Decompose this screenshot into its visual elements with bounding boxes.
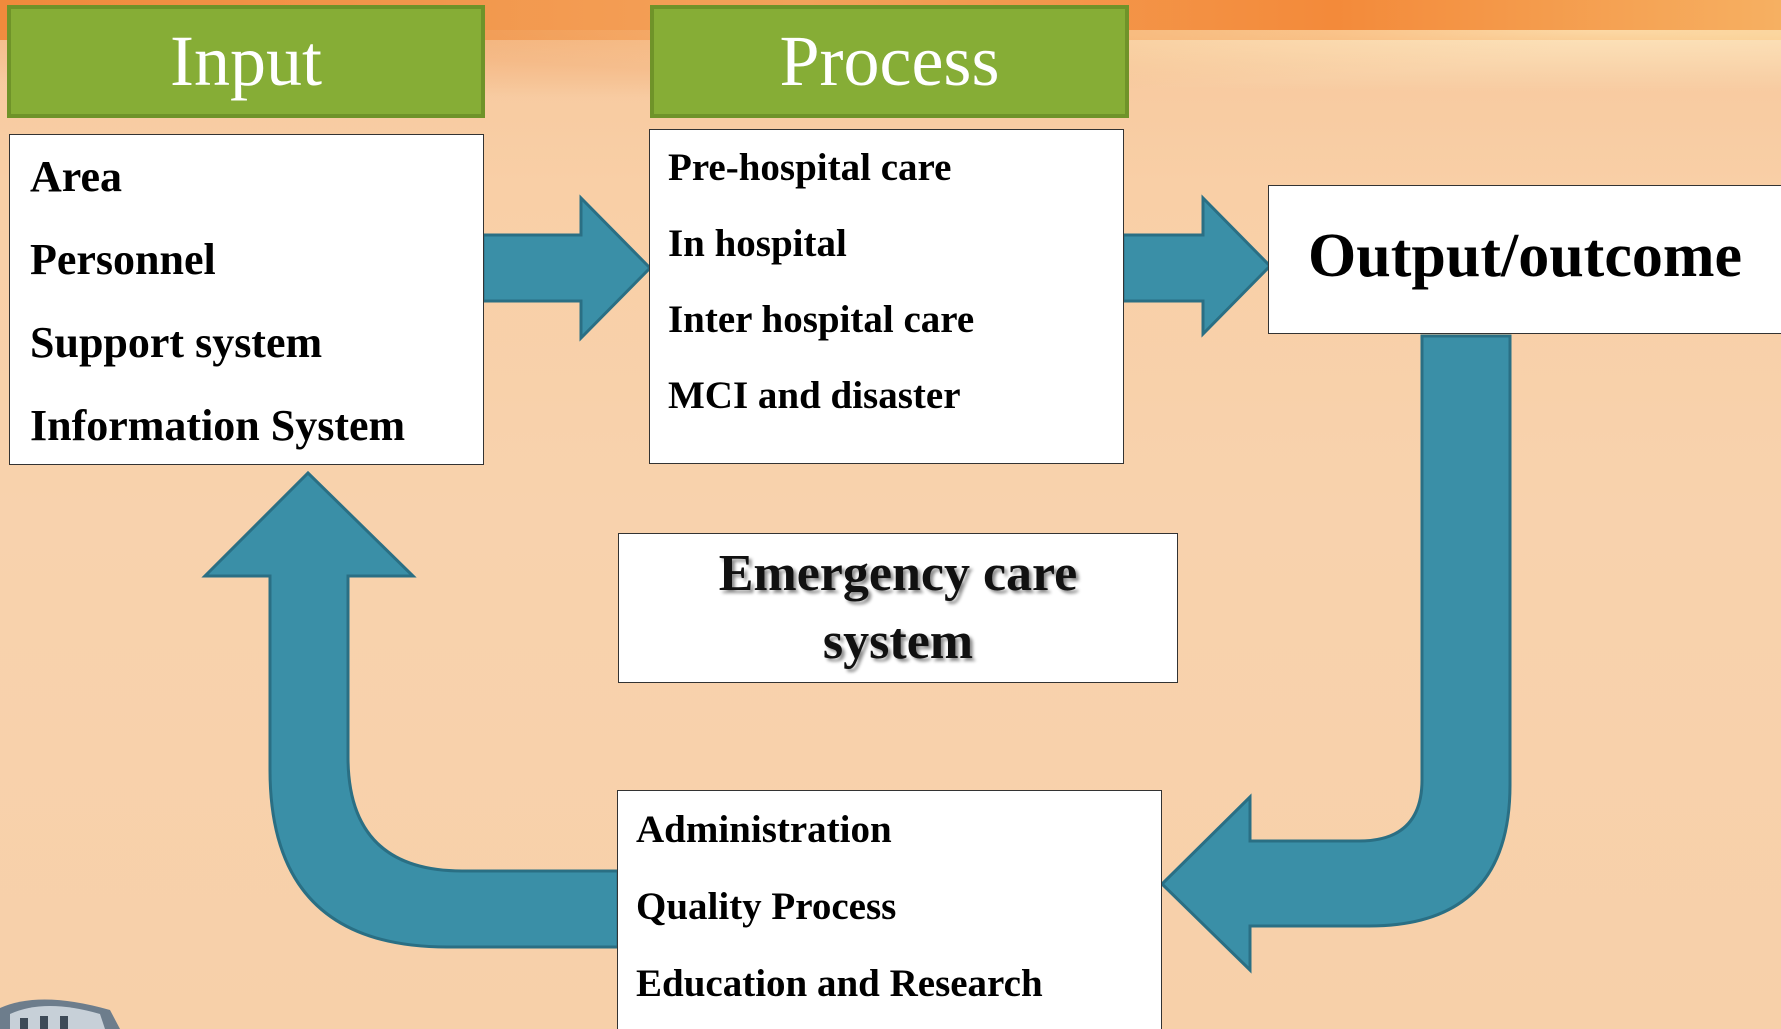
process-header: Process: [650, 5, 1129, 118]
input-item-support-system: Support system: [30, 318, 323, 367]
input-header: Input: [7, 5, 485, 118]
building-logo-fragment: [0, 999, 120, 1029]
input-item-personnel: Personnel: [30, 235, 216, 284]
arrow-input-to-process: [481, 194, 653, 342]
feedback-box: Administration Quality Process Education…: [617, 790, 1162, 1029]
process-item-pre-hospital-care: Pre-hospital care: [668, 146, 952, 189]
output-outcome-label: Output/outcome: [1308, 222, 1742, 290]
arrow-feedback-to-input: [201, 470, 620, 949]
process-item-inter-hospital-care: Inter hospital care: [668, 298, 975, 341]
process-item-mci-and-disaster: MCI and disaster: [668, 374, 961, 417]
center-label-line2: system: [822, 613, 974, 670]
emergency-care-system-box: Emergency care system: [618, 533, 1178, 683]
arrow-process-to-output: [1121, 194, 1273, 338]
input-box: Area Personnel Support system Informatio…: [9, 134, 484, 465]
output-outcome-box: Output/outcome: [1268, 185, 1781, 334]
feedback-item-education-and-research: Education and Research: [636, 962, 1043, 1005]
process-item-in-hospital: In hospital: [668, 222, 847, 265]
process-box: Pre-hospital care In hospital Inter hosp…: [649, 129, 1124, 464]
arrow-output-to-feedback: [1159, 334, 1512, 974]
center-label-line1: Emergency care: [718, 545, 1078, 602]
feedback-item-quality-process: Quality Process: [636, 885, 897, 928]
input-item-area: Area: [30, 152, 123, 201]
feedback-item-administration: Administration: [636, 808, 892, 851]
input-item-information-system: Information System: [30, 401, 406, 450]
